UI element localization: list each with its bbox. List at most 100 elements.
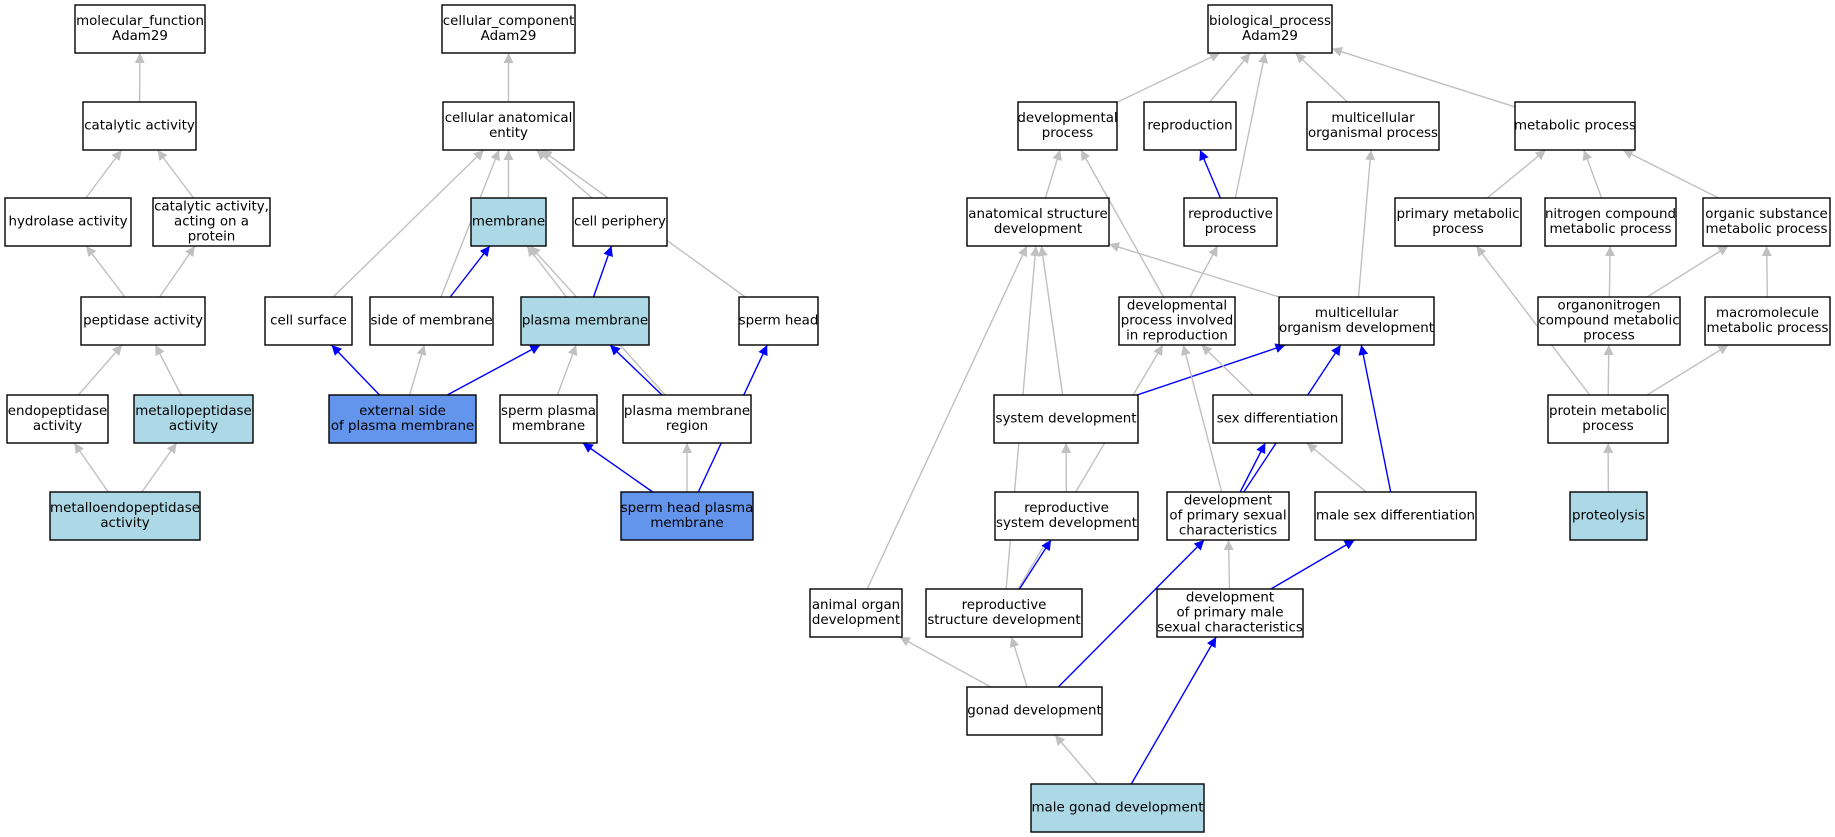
node-label-line: male sex differentiation <box>1316 509 1475 524</box>
node-reproduction: reproduction <box>1143 101 1237 151</box>
edge-peptidase-activity-to-hydrolase-activity <box>85 245 126 298</box>
node-label-line: acting on a <box>174 215 249 230</box>
node-label-line: reproduction <box>1147 119 1232 134</box>
edge-cell-periphery-to-cellular-anatomical-entity <box>535 149 593 199</box>
node-box <box>966 686 1103 736</box>
node-box <box>1118 296 1236 346</box>
node-label-line: activity <box>169 419 218 434</box>
node-label-line: reproductive <box>962 598 1047 613</box>
edge-reproductive-structure-development-to-dev-process-in-reproduction <box>1017 344 1164 590</box>
node-box <box>1156 588 1304 638</box>
node-label-line: gonad development <box>967 704 1101 719</box>
node-label-line: macromolecule <box>1716 306 1819 321</box>
node-label-line: cellular anatomical <box>445 111 573 126</box>
node-label-line: anatomical structure <box>968 207 1107 222</box>
node-label-line: plasma membrane <box>522 314 648 329</box>
node-label-line: peptidase activity <box>83 314 203 329</box>
node-box <box>1394 197 1522 247</box>
node-label-line: endopeptidase <box>8 404 108 419</box>
node-cell-surface: cell surface <box>264 296 353 346</box>
node-box <box>620 491 754 541</box>
node-cell-periphery: cell periphery <box>572 197 668 247</box>
node-label-line: metallopeptidase <box>135 404 252 419</box>
edge-reproductive-structure-development-to-reproductive-system-development <box>1018 539 1052 590</box>
node-label-line: reproductive <box>1188 207 1273 222</box>
node-box <box>80 296 206 346</box>
node-sperm-head: sperm head <box>738 296 819 346</box>
node-box <box>1166 491 1290 541</box>
node-box <box>82 101 197 151</box>
node-box <box>1514 101 1636 151</box>
node-label-line: membrane <box>650 516 723 531</box>
node-box <box>520 296 650 346</box>
node-box <box>442 101 575 151</box>
node-proteolysis: proteolysis <box>1569 491 1648 541</box>
node-plasma-membrane: plasma membrane <box>520 296 650 346</box>
node-label-line: developmental <box>1127 299 1227 314</box>
node-label-line: process <box>1583 329 1634 344</box>
node-label-line: metalloendopeptidase <box>50 501 200 516</box>
node-label-line: structure development <box>927 613 1080 628</box>
node-label-line: activity <box>33 419 82 434</box>
node-box <box>1314 491 1477 541</box>
node-box <box>1278 296 1435 346</box>
edge-external-side-pm-to-plasma-membrane <box>446 344 541 396</box>
node-label-line: catalytic activity <box>84 119 195 134</box>
node-label-line: multicellular <box>1315 306 1399 321</box>
node-box <box>1143 101 1237 151</box>
edge-system-development-to-anatomical-structure-development <box>1037 245 1064 396</box>
node-gonad-development: gonad development <box>966 686 1103 736</box>
node-label-line: of primary male <box>1176 606 1283 621</box>
node-label-line: multicellular <box>1331 111 1415 126</box>
node-box <box>6 394 109 444</box>
node-label-line: catalytic activity, <box>154 200 269 215</box>
edge-gonad-development-to-dev-primary-sexual-characteristics <box>1057 539 1205 688</box>
edge-cell-surface-to-cellular-anatomical-entity <box>332 149 485 298</box>
node-label-line: cellular_component <box>443 14 574 29</box>
edge-dev-primary-male-sexual-characteristics-to-male-sex-differentiation <box>1270 539 1355 590</box>
node-label-line: cell periphery <box>574 215 666 230</box>
node-label-line: process involved <box>1121 314 1233 329</box>
node-box <box>1030 783 1205 833</box>
node-label-line: primary metabolic <box>1397 207 1520 222</box>
node-box <box>809 588 903 638</box>
node-label-line: of plasma membrane <box>331 419 474 434</box>
node-label-line: Adam29 <box>481 29 537 44</box>
edge-multicellular-organismal-process-to-bp-root <box>1295 52 1348 103</box>
node-label-line: metabolic process <box>1707 321 1829 336</box>
edge-organic-substance-metabolic-process-to-metabolic-process <box>1622 149 1719 199</box>
edge-metalloendopeptidase-activity-to-endopeptidase-activity <box>73 442 109 493</box>
node-label-line: reproductive <box>1024 501 1109 516</box>
node-label-line: in reproduction <box>1126 329 1228 344</box>
edge-developmental-process-to-bp-root <box>1116 52 1221 103</box>
node-box <box>1547 394 1669 444</box>
node-label-line: nitrogen compound <box>1545 207 1676 222</box>
edge-sperm-plasma-membrane-to-plasma-membrane <box>556 344 578 396</box>
edge-endopeptidase-activity-to-peptidase-activity <box>77 344 123 396</box>
edge-primary-metabolic-process-to-metabolic-process <box>1486 149 1547 199</box>
node-label-line: external side <box>359 404 446 419</box>
edge-hydrolase-activity-to-catalytic-activity <box>85 149 123 199</box>
node-label-line: system development <box>996 516 1137 531</box>
node-label-line: metabolic process <box>1514 119 1636 134</box>
edge-protein-metabolic-process-to-organonitrogen-compound-metabolic-process <box>1603 344 1614 396</box>
node-label-line: organonitrogen <box>1558 299 1661 314</box>
edge-protein-metabolic-process-to-macromolecule-metabolic-process <box>1646 344 1729 396</box>
edge-system-development-to-multicellular-organism-development <box>1136 343 1286 396</box>
